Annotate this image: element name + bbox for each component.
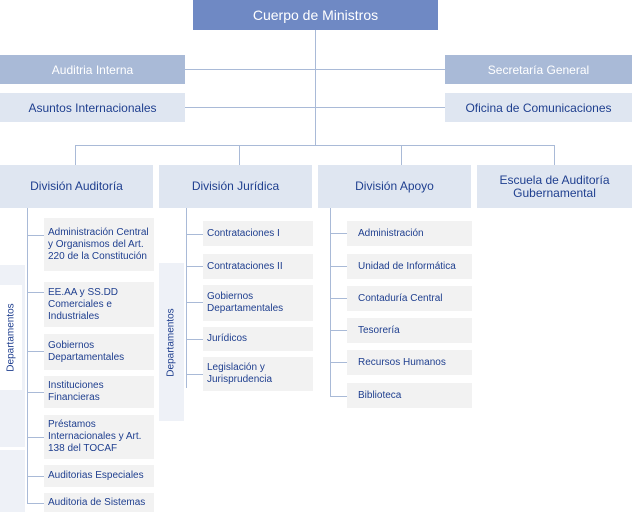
auditoria-departments-label: Departamentos	[0, 285, 22, 390]
juridica-unit-5: Legislación y Jurisprudencia	[203, 357, 313, 391]
apoyo-units-spine	[330, 208, 331, 397]
staff-auditoria-interna: Auditria Interna	[0, 55, 185, 84]
connector-divisions-horizontal	[75, 145, 555, 146]
juridica-unit-2-tick	[186, 266, 203, 267]
apoyo-unit-5-tick	[330, 362, 347, 363]
auditoria-unit-6: Auditorias Especiales	[44, 465, 154, 487]
apoyo-unit-4-tick	[330, 330, 347, 331]
division-escuela-head: Escuela de Auditoría Gubernamental	[477, 165, 632, 208]
apoyo-unit-1: Administración	[347, 221, 472, 246]
juridica-unit-1: Contrataciones I	[203, 221, 313, 246]
auditoria-unit-7: Auditoria de Sistemas	[44, 493, 154, 512]
auditoria-units-spine	[27, 208, 28, 504]
connector-division-juridica	[239, 145, 240, 165]
auditoria-unit-5-tick	[27, 437, 44, 438]
division-juridica-head: División Jurídica	[159, 165, 312, 208]
juridica-units-spine	[186, 208, 187, 388]
connector-division-auditoria	[75, 145, 76, 165]
top-node-cuerpo-de-ministros: Cuerpo de Ministros	[193, 0, 438, 30]
auditoria-departments-label-text: Departamentos	[5, 303, 17, 372]
connector-division-apoyo	[401, 145, 402, 165]
apoyo-unit-2-tick	[330, 266, 347, 267]
apoyo-unit-6-tick	[330, 396, 347, 397]
auditoria-unit-1-tick	[27, 235, 44, 236]
auditoria-unit-7-tick	[27, 503, 44, 504]
auditoria-departments-band-lower	[0, 450, 25, 512]
division-auditoria-head: División Auditoría	[0, 165, 153, 208]
apoyo-unit-3: Contaduría Central	[347, 286, 472, 311]
apoyo-unit-3-tick	[330, 298, 347, 299]
staff-oficina-comunicaciones: Oficina de Comunicaciones	[445, 93, 632, 122]
juridica-unit-5-tick	[186, 374, 203, 375]
auditoria-unit-6-tick	[27, 476, 44, 477]
juridica-unit-3: Gobiernos Departamentales	[203, 285, 313, 321]
apoyo-unit-6: Biblioteca	[347, 383, 472, 408]
juridica-unit-3-tick	[186, 302, 203, 303]
staff-asuntos-internacionales: Asuntos Internacionales	[0, 93, 185, 122]
connector-staff-row1	[185, 69, 445, 70]
auditoria-unit-3-tick	[27, 351, 44, 352]
apoyo-unit-1-tick	[330, 233, 347, 234]
auditoria-unit-2-tick	[27, 292, 44, 293]
auditoria-unit-5: Préstamos Internacionales y Art. 138 del…	[44, 415, 154, 459]
auditoria-unit-4-tick	[27, 392, 44, 393]
staff-secretaria-general: Secretaría General	[445, 55, 632, 84]
juridica-departments-label: Departamentos	[161, 290, 182, 395]
connector-main-vertical	[315, 30, 316, 145]
juridica-unit-4-tick	[186, 339, 203, 340]
auditoria-unit-4: Instituciones Financieras	[44, 376, 154, 408]
juridica-unit-4: Jurídicos	[203, 327, 313, 351]
apoyo-unit-5: Recursos Humanos	[347, 350, 472, 375]
division-apoyo-head: División Apoyo	[318, 165, 471, 208]
connector-staff-row2	[185, 107, 445, 108]
auditoria-unit-3: Gobiernos Departamentales	[44, 334, 154, 370]
juridica-unit-2: Contrataciones II	[203, 254, 313, 279]
apoyo-unit-2: Unidad de Informática	[347, 254, 472, 279]
apoyo-unit-4: Tesorería	[347, 318, 472, 343]
connector-division-escuela	[554, 145, 555, 165]
juridica-departments-label-text: Departamentos	[166, 308, 177, 377]
auditoria-unit-2: EE.AA y SS.DD Comerciales e Industriales	[44, 282, 154, 327]
auditoria-unit-1: Administración Central y Organismos del …	[44, 218, 154, 271]
juridica-unit-1-tick	[186, 234, 203, 235]
